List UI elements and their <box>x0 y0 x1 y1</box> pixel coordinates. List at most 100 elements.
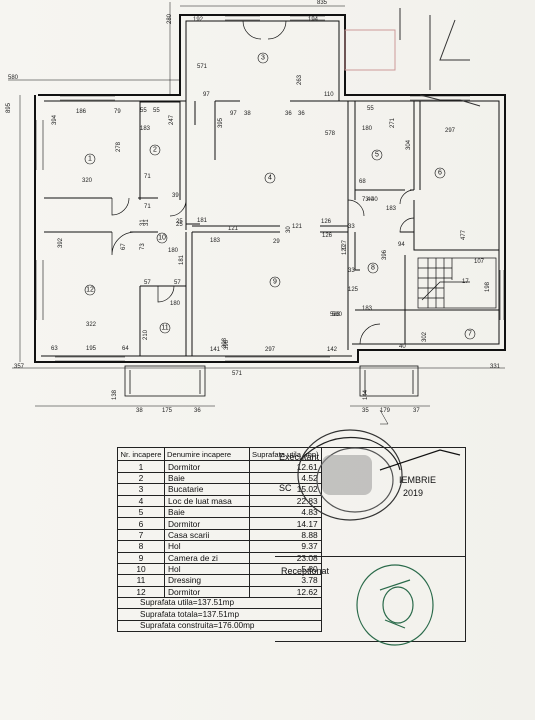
dimension-label: 331 <box>490 364 501 370</box>
dimension-label: 121 <box>228 226 239 232</box>
table-cell: 10 <box>117 562 165 576</box>
dimension-label: 36 <box>285 111 292 117</box>
table-cell: Hol <box>164 562 250 576</box>
dimension-label: 175 <box>162 408 173 414</box>
room-label: 2 <box>153 147 157 154</box>
room-label: 12 <box>86 287 94 294</box>
dimension-label: 63 <box>51 346 58 352</box>
dimension-label: 138 <box>112 389 118 400</box>
approval-box: Executant SC IEMBRIE 2019 Receptionat <box>275 447 466 642</box>
dimension-label: 180 <box>170 301 181 307</box>
dimension-label: 210 <box>143 329 149 340</box>
dimension-label: 97 <box>230 111 237 117</box>
room-label: 8 <box>371 265 375 272</box>
dimension-label: 247 <box>169 114 175 125</box>
dimension-label: 64 <box>122 346 129 352</box>
room-label: 9 <box>273 279 277 286</box>
dimension-label: 55 <box>367 106 374 112</box>
year-label: 2019 <box>403 488 424 498</box>
dimension-label: 183 <box>362 306 373 312</box>
room-label: 4 <box>268 175 272 182</box>
dimension-label: 297 <box>445 128 456 134</box>
table-cell: 4 <box>117 494 165 507</box>
dimension-label: 580 <box>8 75 19 81</box>
table-cell: Dormitor <box>164 517 250 530</box>
table-cell: 8 <box>117 540 165 553</box>
dimension-label: 183 <box>210 238 221 244</box>
dimension-label: 57 <box>174 280 181 286</box>
dimension-label: 195 <box>86 346 97 352</box>
dimension-label: 57 <box>144 280 151 286</box>
dimension-label: 126 <box>322 233 333 239</box>
dimension-label: 580 <box>332 312 343 318</box>
dimension-label: 396 <box>382 249 388 260</box>
dimension-label: 39 <box>172 193 179 199</box>
dimension-label: 395 <box>218 117 224 128</box>
dimension-label: 180 <box>362 126 373 132</box>
dimension-label: 144 <box>363 389 369 400</box>
dimension-label: 107 <box>474 259 485 265</box>
dimension-label: 121 <box>292 224 303 230</box>
table-cell: Loc de luat masa <box>164 494 250 507</box>
total-row: Suprafata totala=137.51mp <box>117 608 322 621</box>
dimension-label: 25 <box>176 219 183 225</box>
executant-label: Executant <box>279 452 320 462</box>
dimension-label: 127 <box>342 244 348 255</box>
dimension-label: 392 <box>58 237 64 248</box>
sc-label: SC <box>279 483 292 493</box>
table-cell: 12 <box>117 585 165 599</box>
dimension-label: 71 <box>144 174 151 180</box>
dimension-label: 186 <box>76 109 87 115</box>
dimension-label: 40 <box>367 197 374 203</box>
table-cell: Casa scarii <box>164 528 250 542</box>
table-cell: Hol <box>164 540 250 553</box>
dimension-label: 583 <box>330 312 341 318</box>
dimension-label: 110 <box>324 92 334 98</box>
dimension-label: 97 <box>203 92 210 98</box>
dimension-label: 297 <box>265 347 276 353</box>
dimension-label: 398 <box>222 337 228 348</box>
dimension-label: 38 <box>136 408 143 414</box>
table-cell: 23.08 <box>249 551 322 564</box>
table-cell: Baie <box>164 471 250 485</box>
dimension-label: 73 <box>140 243 146 250</box>
dimension-label: 33 <box>348 224 355 230</box>
room-label: 3 <box>261 55 265 62</box>
dimension-label: 40 <box>371 197 378 203</box>
table-cell: 12.62 <box>249 585 322 599</box>
dimension-label: 33 <box>348 268 355 274</box>
dimension-label: 280 <box>167 13 173 24</box>
table-cell: Dormitor <box>164 460 250 473</box>
dimension-label: 36 <box>298 111 305 117</box>
dimension-label: 320 <box>82 178 93 184</box>
dimension-label: 357 <box>14 364 25 370</box>
table-cell: 9.37 <box>249 540 322 553</box>
dimension-label: 73 <box>362 197 369 203</box>
dimension-label: 278 <box>116 141 122 152</box>
dimension-label: 181 <box>179 254 185 265</box>
dimension-label: 40 <box>399 344 406 350</box>
dimension-label: 895 <box>6 102 12 113</box>
dimension-label: 127 <box>342 239 348 250</box>
table-cell: Dressing <box>164 574 250 587</box>
total-cell: Suprafata construita=176.00mp <box>117 619 322 633</box>
dimension-label: 71 <box>144 204 151 210</box>
dimension-label: 55 <box>140 108 147 114</box>
dimension-label: 835 <box>317 0 328 6</box>
dimension-label: 194 <box>308 17 319 23</box>
dimension-label: 79 <box>114 109 121 115</box>
table-cell: 2 <box>117 471 165 485</box>
table-cell: Camera de zi <box>164 551 250 564</box>
room-label: 10 <box>158 235 166 242</box>
dimension-label: 571 <box>232 371 243 377</box>
dimension-label: 183 <box>140 126 151 132</box>
dimension-label: 141 <box>210 347 221 353</box>
column-header: Denumire incapere <box>164 446 250 462</box>
dimension-label: 35 <box>362 408 369 414</box>
